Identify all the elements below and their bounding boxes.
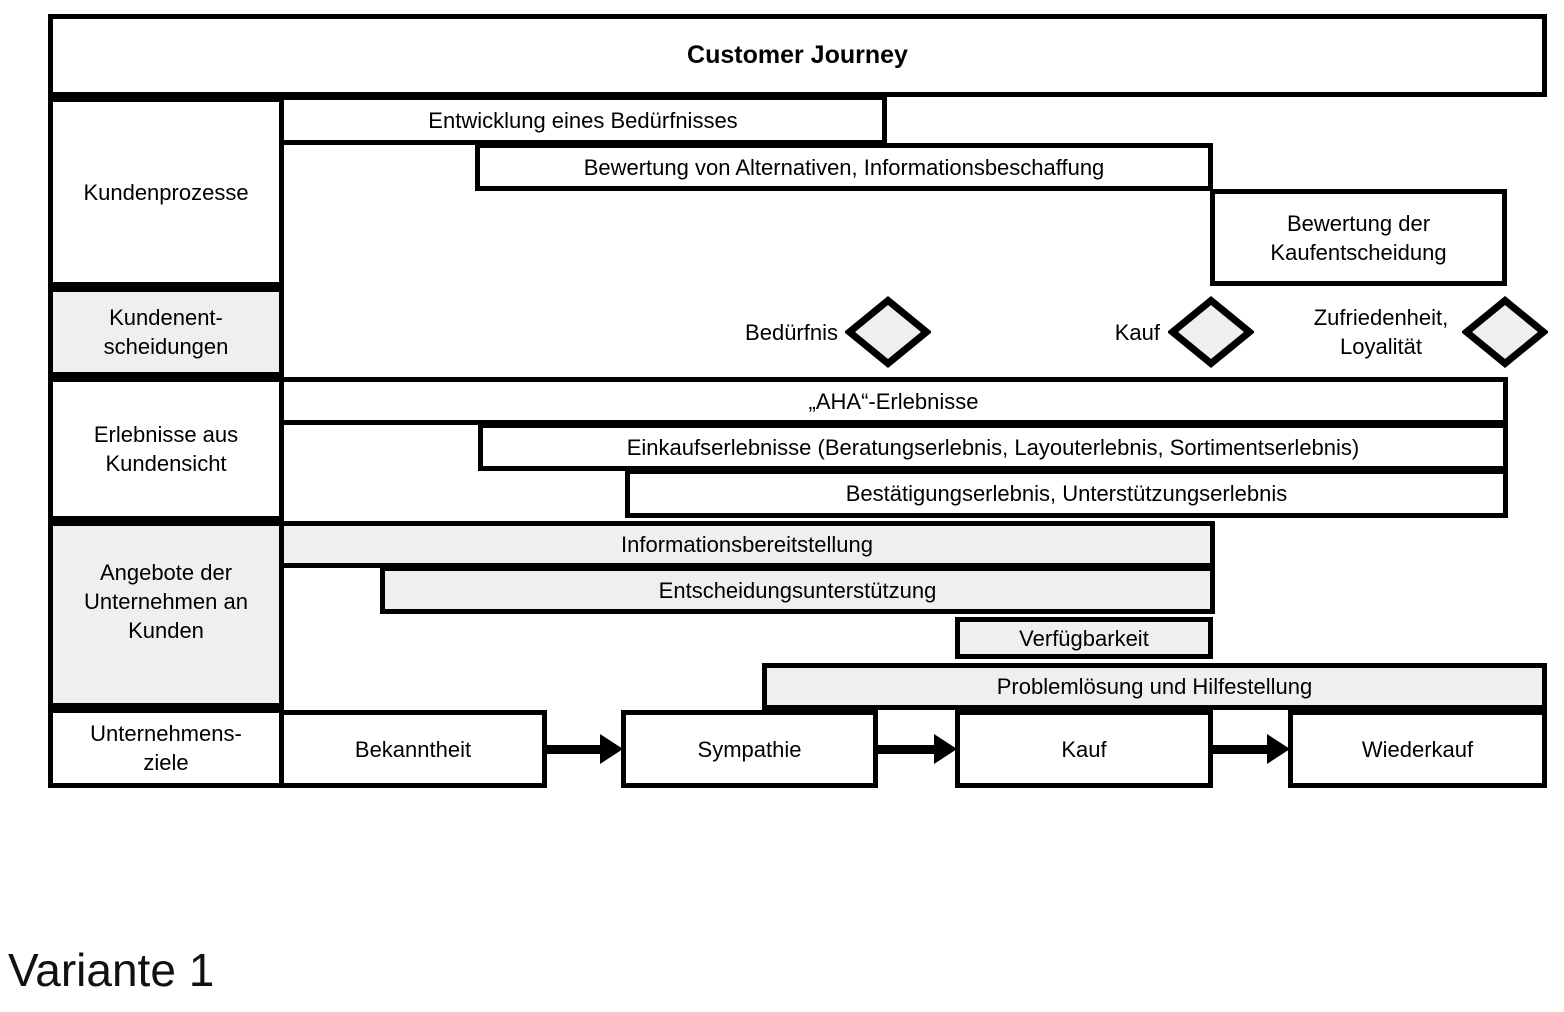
row-label-text: Unternehmens-: [90, 721, 242, 746]
experience-label: „AHA“-Erlebnisse: [808, 388, 979, 414]
decision-text: Loyalität: [1340, 334, 1422, 359]
goal-box-wiederkauf: Wiederkauf: [1288, 710, 1547, 788]
decision-text: Kauf: [1114, 319, 1160, 345]
goal-label: Sympathie: [697, 736, 802, 762]
diagram-title: Customer Journey: [687, 41, 908, 69]
row-label-unternehmensziele: Unternehmens- ziele: [48, 708, 284, 788]
goal-box-kauf: Kauf: [955, 710, 1213, 788]
offer-box-verfuegbarkeit: Verfügbarkeit: [955, 617, 1213, 659]
row-label-text: Angebote der: [99, 560, 233, 585]
process-box-bewertung-kaufentscheidung: Bewertung der Kaufentscheidung: [1210, 189, 1507, 286]
variant-caption: Variante 1: [8, 944, 215, 996]
experience-box-aha: „AHA“-Erlebnisse: [279, 377, 1508, 425]
experience-box-bestaetigung: Bestätigungserlebnis, Unterstützungserle…: [625, 469, 1508, 518]
diagram-title-box: Customer Journey: [48, 14, 1547, 97]
row-label-kundenentscheidungen: Kundenent- scheidungen: [48, 287, 284, 377]
row-label-kundenprozesse: Kundenprozesse: [48, 97, 284, 287]
goal-label: Wiederkauf: [1361, 736, 1474, 762]
row-label-text: Kunden: [128, 618, 204, 643]
arrow-head-icon: [600, 734, 623, 764]
decision-label-zufriedenheit: Zufriedenheit, Loyalität: [1302, 303, 1460, 361]
process-label: Entwicklung eines Bedürfnisses: [428, 107, 738, 133]
process-label: Bewertung von Alternativen, Informations…: [583, 154, 1105, 180]
row-label-text: Kundenprozesse: [83, 179, 249, 205]
goal-label: Kauf: [1061, 736, 1107, 762]
goal-box-bekanntheit: Bekanntheit: [279, 710, 547, 788]
offer-box-entscheidungsunterstuetzung: Entscheidungsunterstützung: [380, 566, 1215, 614]
arrow-shaft: [545, 744, 600, 754]
experience-label: Bestätigungserlebnis, Unterstützungserle…: [845, 481, 1288, 506]
row-label-angebote: Angebote der Unternehmen an Kunden: [48, 521, 284, 708]
process-label: Bewertung der Kaufentscheidung: [1270, 210, 1447, 265]
offer-label: Problemlösung und Hilfestellung: [996, 674, 1313, 699]
row-label-text: Kundenent-: [109, 305, 223, 330]
decision-diamond-kauf-icon: [1168, 296, 1254, 368]
arrow-head-icon: [1267, 734, 1290, 764]
process-box-bewertung-alternativen: Bewertung von Alternativen, Informations…: [475, 143, 1213, 191]
decision-diamond-beduerfnis-icon: [845, 296, 931, 368]
offer-box-informationsbereitstellung: Informationsbereitstellung: [279, 521, 1215, 568]
offer-label: Verfügbarkeit: [1019, 625, 1149, 651]
arrow-sympathie-to-kauf: [876, 734, 957, 764]
offer-box-problemloesung: Problemlösung und Hilfestellung: [762, 663, 1547, 710]
row-label-text: Erlebnisse aus: [93, 422, 239, 447]
arrow-shaft: [876, 744, 934, 754]
row-label-erlebnisse: Erlebnisse aus Kundensicht: [48, 377, 284, 521]
experience-label: Einkaufserlebnisse (Beratungserlebnis, L…: [626, 434, 1360, 460]
arrow-head-icon: [934, 734, 957, 764]
arrow-bekanntheit-to-sympathie: [545, 734, 623, 764]
row-label-text: Unternehmen an: [84, 589, 248, 614]
decision-text: Zufriedenheit,: [1313, 305, 1449, 330]
offer-label: Informationsbereitstellung: [621, 532, 873, 557]
offer-label: Entscheidungsunterstützung: [658, 577, 937, 603]
decision-label-beduerfnis: Bedürfnis: [640, 303, 838, 361]
decision-text: Bedürfnis: [745, 319, 838, 345]
experience-box-einkauf: Einkaufserlebnisse (Beratungserlebnis, L…: [478, 423, 1508, 471]
row-label-text: scheidungen: [103, 334, 229, 359]
goal-box-sympathie: Sympathie: [621, 710, 878, 788]
decision-label-kauf: Kauf: [1030, 303, 1160, 361]
row-label-text: Kundensicht: [105, 451, 227, 476]
arrow-shaft: [1211, 744, 1267, 754]
row-label-text: ziele: [143, 750, 189, 775]
goal-label: Bekanntheit: [354, 736, 472, 762]
process-box-entwicklung: Entwicklung eines Bedürfnisses: [279, 95, 887, 145]
decision-diamond-zufriedenheit-icon: [1462, 296, 1548, 368]
arrow-kauf-to-wiederkauf: [1211, 734, 1290, 764]
